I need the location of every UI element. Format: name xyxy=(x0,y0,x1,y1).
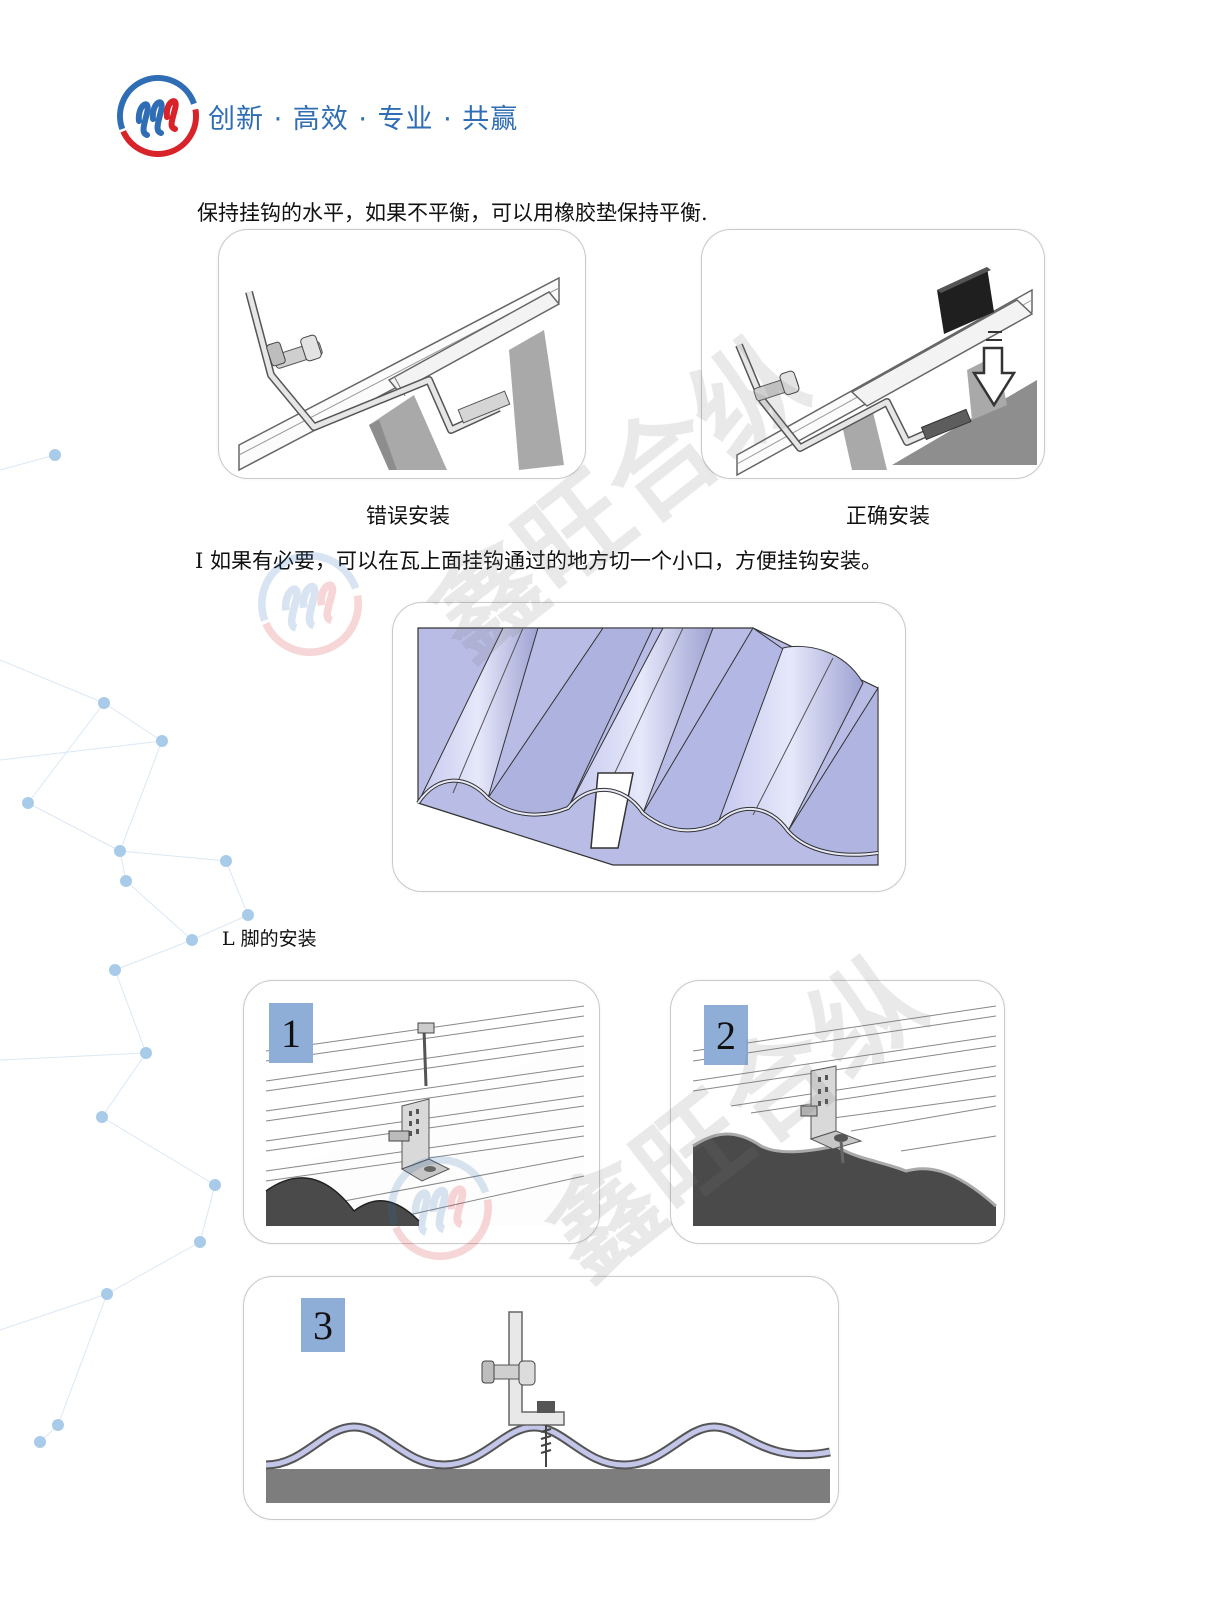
l-foot-section-title: L 脚的安装 xyxy=(222,928,317,950)
caption-correct-installation: 正确安装 xyxy=(846,504,930,528)
tile-notch-image xyxy=(392,602,906,892)
step-2-badge: 2 xyxy=(704,1005,748,1065)
tile-cut-instruction: I 如果有必要，可以在瓦上面挂钩通过的地方切一个小口，方便挂钩安装。 xyxy=(195,549,882,573)
company-logo xyxy=(117,75,199,157)
correct-installation-image xyxy=(701,229,1045,479)
l-foot-step-1-image: 1 xyxy=(243,980,600,1244)
step-1-badge: 1 xyxy=(269,1003,313,1063)
step-3-badge: 3 xyxy=(301,1298,345,1352)
company-slogan: 创新 · 高效 · 专业 · 共赢 xyxy=(208,104,519,135)
l-foot-step-3-image: 3 xyxy=(243,1276,839,1520)
hook-level-instruction: 保持挂钩的水平，如果不平衡，可以用橡胶垫保持平衡. xyxy=(197,201,708,225)
caption-wrong-installation: 错误安装 xyxy=(366,504,450,528)
l-foot-step-2-image: 2 xyxy=(670,980,1005,1244)
wrong-installation-image xyxy=(218,229,586,479)
